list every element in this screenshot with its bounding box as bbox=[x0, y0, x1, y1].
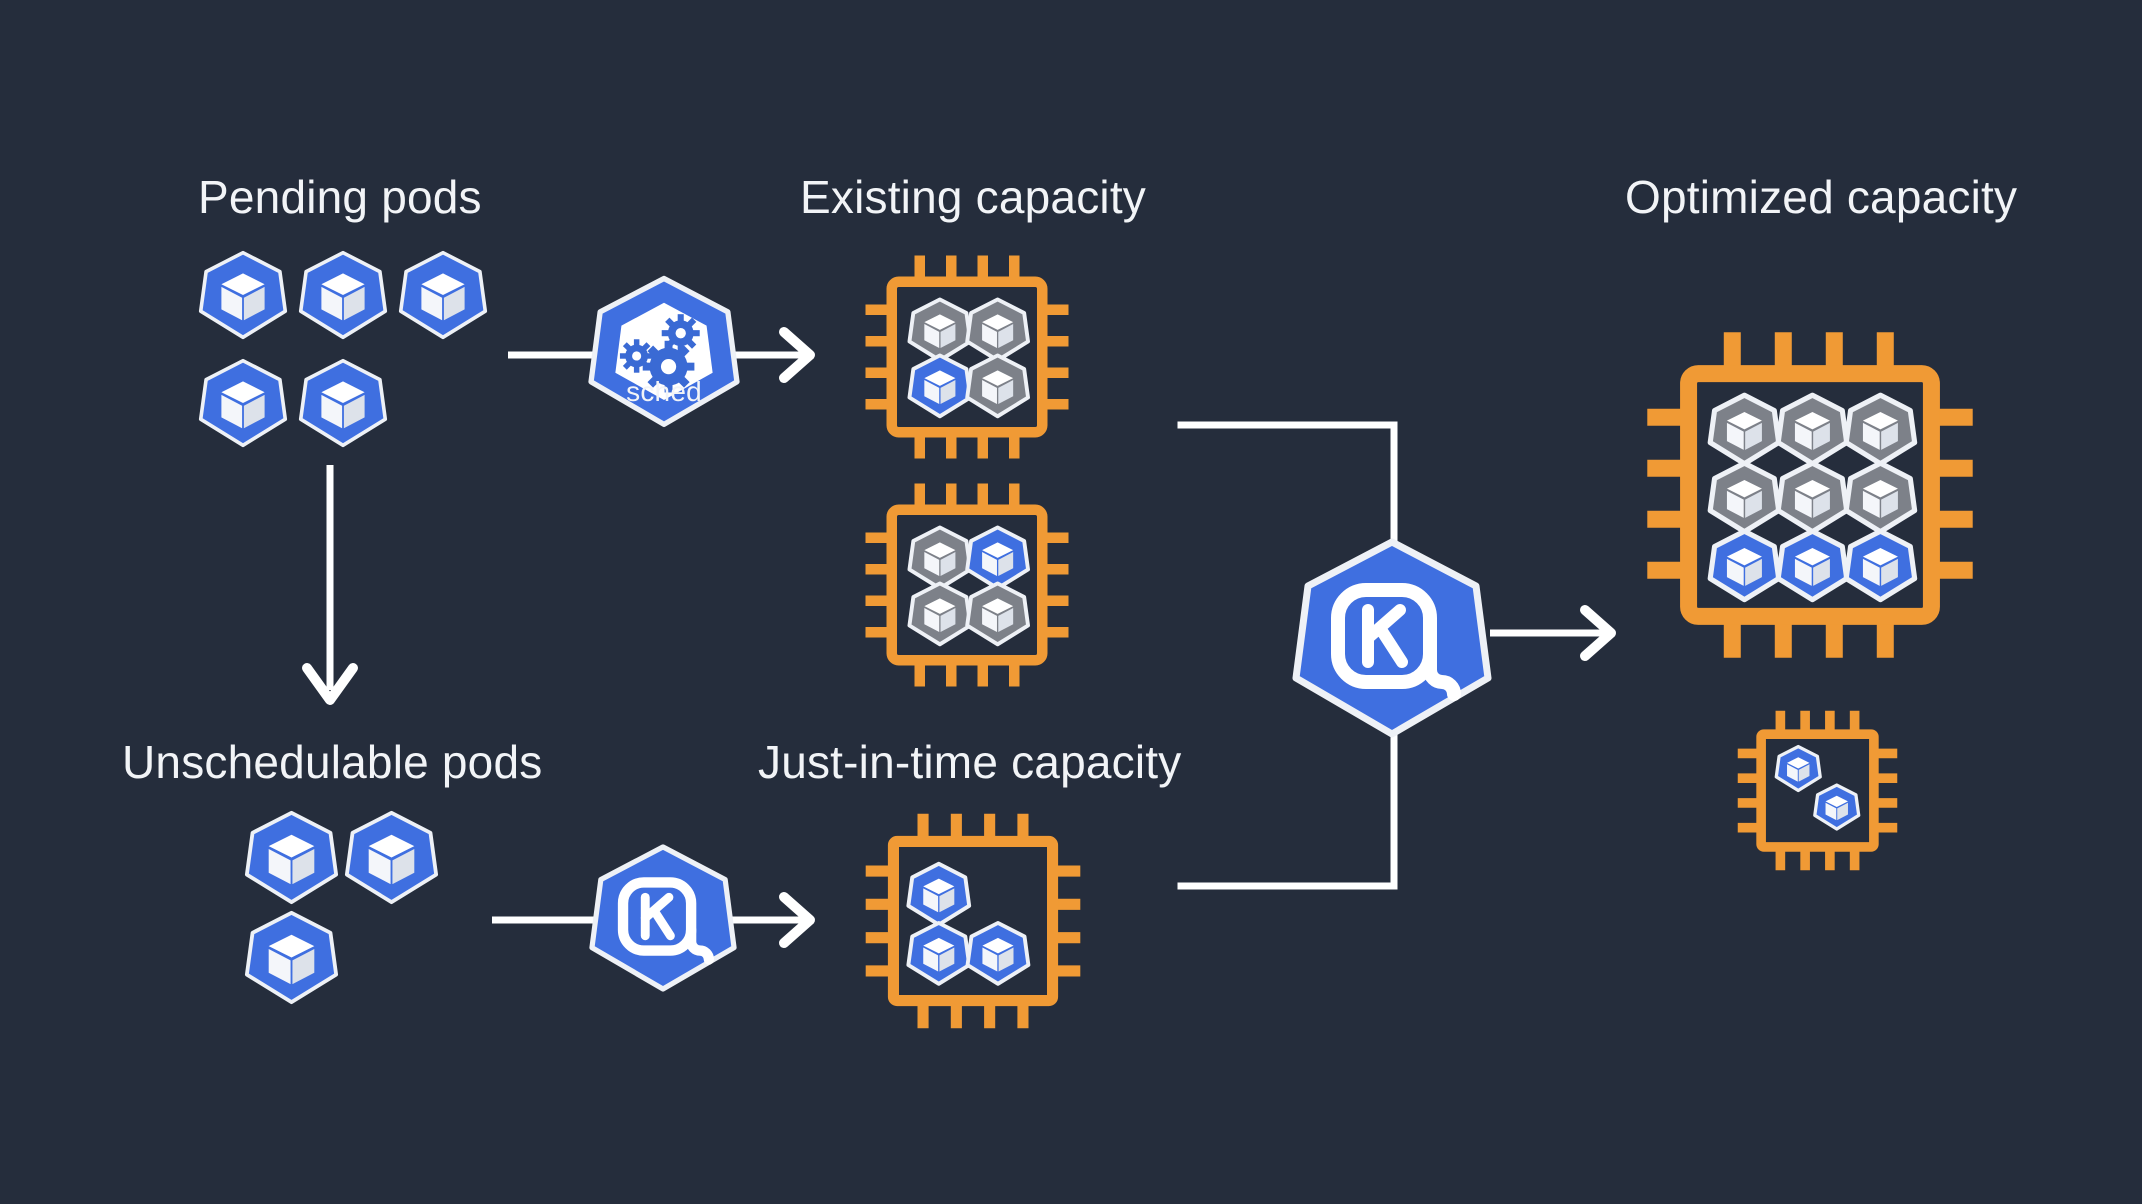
karpenter-letter-k bbox=[1362, 604, 1408, 668]
karpenter-letter-k bbox=[640, 892, 675, 941]
pod-badge bbox=[1843, 392, 1918, 467]
karpenter-icon[interactable] bbox=[1288, 538, 1496, 738]
pod-badge bbox=[344, 810, 439, 905]
pod-badge bbox=[298, 250, 388, 340]
pod-badge bbox=[906, 861, 972, 927]
label-just-in-time-capacity: Just-in-time capacity bbox=[758, 736, 1182, 788]
cube-icon bbox=[421, 273, 465, 321]
scheduler-icon[interactable] bbox=[588, 275, 740, 440]
pod-badge bbox=[965, 297, 1031, 363]
pod-badge bbox=[398, 250, 488, 340]
pod-badge bbox=[198, 358, 288, 448]
pod-badge bbox=[298, 358, 388, 448]
pod-badge bbox=[1774, 744, 1822, 793]
karpenter-k-glyph bbox=[1331, 583, 1461, 701]
pod-badge bbox=[906, 921, 972, 986]
pod-badge bbox=[1813, 783, 1861, 831]
cube-icon bbox=[321, 381, 365, 429]
pod-badge bbox=[965, 353, 1031, 419]
pod-badge bbox=[1775, 460, 1850, 535]
chip-body bbox=[887, 835, 1059, 1007]
pod-badge bbox=[965, 921, 1031, 986]
pod-badge bbox=[198, 250, 288, 340]
label-pending-pods: Pending pods bbox=[198, 171, 482, 223]
arrow-pending-to-unschedulable bbox=[302, 465, 358, 705]
chip-existing-2[interactable] bbox=[862, 480, 1072, 690]
label-unschedulable-pods: Unschedulable pods bbox=[122, 736, 543, 788]
chip-body bbox=[886, 504, 1048, 666]
cube-icon bbox=[321, 273, 365, 321]
pod-badge bbox=[1707, 460, 1782, 535]
pod-badge bbox=[1775, 392, 1850, 467]
unschedulable-pods-group bbox=[244, 810, 439, 1005]
pod-badge bbox=[965, 581, 1031, 647]
pod-badge bbox=[907, 581, 973, 647]
chip-existing-1[interactable] bbox=[862, 252, 1072, 462]
pod-badge bbox=[244, 910, 339, 1005]
arrow-karpenter-to-optimized bbox=[1490, 605, 1616, 661]
chip-just-in-time[interactable] bbox=[862, 810, 1084, 1032]
karpenter-icon[interactable] bbox=[589, 843, 737, 993]
chip-body bbox=[886, 276, 1048, 438]
gears-icon bbox=[619, 314, 700, 393]
pod-badge bbox=[1707, 528, 1782, 603]
pod-badge bbox=[1775, 528, 1850, 603]
pod-badge bbox=[907, 353, 973, 419]
chip-optimized-small[interactable] bbox=[1735, 708, 1900, 873]
scheduler-caption: sched bbox=[626, 376, 702, 407]
pod-badge bbox=[1843, 460, 1918, 535]
pod-badge bbox=[1843, 528, 1918, 603]
pod-badge bbox=[907, 525, 973, 591]
label-existing-capacity: Existing capacity bbox=[800, 171, 1146, 223]
karpenter-k-glyph bbox=[617, 877, 715, 965]
pod-badge bbox=[907, 297, 973, 363]
chip-optimized-large[interactable] bbox=[1640, 325, 1980, 665]
chip-body bbox=[1680, 365, 1940, 625]
pending-pods-group bbox=[198, 250, 488, 448]
pod-badge bbox=[965, 525, 1031, 591]
label-optimized-capacity: Optimized capacity bbox=[1625, 171, 2018, 223]
pod-badge bbox=[244, 810, 339, 905]
chip-body bbox=[1756, 729, 1879, 852]
pod-badge bbox=[1707, 392, 1782, 467]
